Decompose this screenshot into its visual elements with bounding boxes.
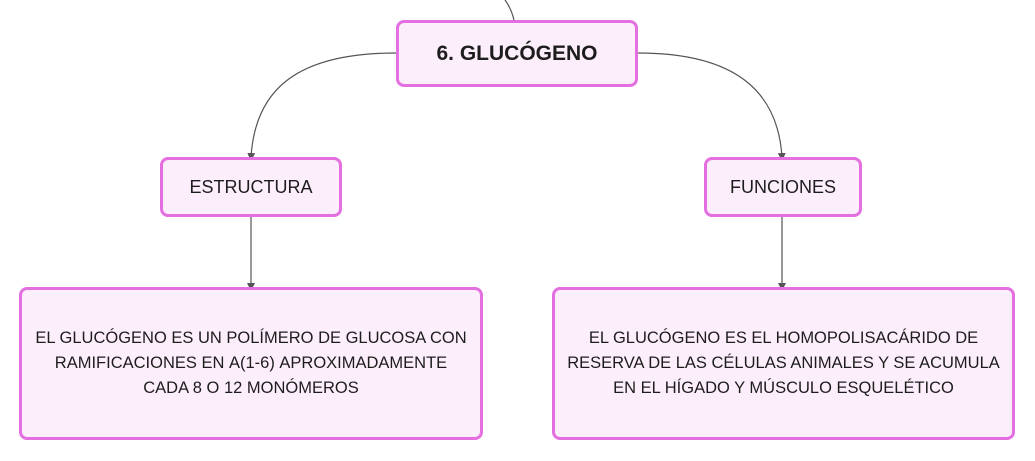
branch-node-label: FUNCIONES bbox=[729, 176, 836, 197]
description-text: EL GLUCÓGENO ES UN POLÍMERO DE GLUCOSA C… bbox=[35, 329, 467, 397]
branch-node-funciones[interactable]: FUNCIONES bbox=[704, 157, 862, 217]
connector-root-funciones bbox=[637, 52, 786, 161]
incoming-connector bbox=[504, 0, 515, 21]
branch-node-estructura[interactable]: ESTRUCTURA bbox=[160, 157, 342, 217]
branch-node-label: ESTRUCTURA bbox=[189, 176, 313, 197]
description-node-estructura[interactable]: EL GLUCÓGENO ES UN POLÍMERO DE GLUCOSA C… bbox=[19, 287, 483, 440]
root-node-glucogeno[interactable]: 6. GLUCÓGENO bbox=[396, 20, 638, 87]
root-node-label: 6. GLUCÓGENO bbox=[436, 41, 598, 65]
description-text: EL GLUCÓGENO ES EL HOMOPOLISACÁRIDO DE R… bbox=[567, 329, 1000, 397]
description-node-funciones[interactable]: EL GLUCÓGENO ES EL HOMOPOLISACÁRIDO DE R… bbox=[552, 287, 1015, 440]
connector-root-estructura bbox=[247, 52, 397, 161]
